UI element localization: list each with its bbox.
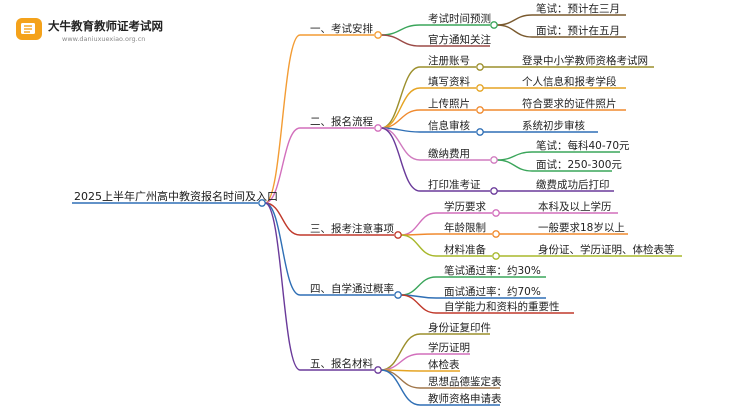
topic-label-5-5: 教师资格申请表 — [428, 392, 502, 405]
leaf-label-2-1-1: 登录中小学教师资格考试网 — [522, 54, 648, 67]
edge-topic-5-5 — [380, 369, 421, 406]
leaf-label-2-3-1: 符合要求的证件照片 — [522, 97, 617, 110]
logo-title: 大牛教育教师证考试网 — [48, 19, 163, 33]
book-icon — [16, 18, 42, 40]
topic-label-2-2: 填写资料 — [428, 75, 470, 88]
edge-branch-4 — [264, 202, 301, 296]
topic-label-2-5: 缴纳费用 — [428, 147, 470, 160]
topic-label-5-1: 身份证复印件 — [428, 321, 491, 334]
topic-label-1-1: 考试时间预测 — [428, 12, 491, 25]
topic-label-4-1: 笔试通过率：约30% — [444, 264, 541, 277]
branch-label-4: 四、自学通过概率 — [310, 282, 394, 295]
branch-toggle-4[interactable] — [394, 291, 402, 299]
edge-topic-1-1 — [380, 24, 421, 36]
branch-label-2: 二、报名流程 — [310, 115, 373, 128]
branch-label-1: 一、考试安排 — [310, 22, 373, 35]
topic-label-2-6: 打印准考证 — [428, 178, 481, 191]
topic-toggle-3-2[interactable] — [492, 230, 500, 238]
topic-label-2-1: 注册账号 — [428, 54, 470, 67]
edge-topic-5-4 — [380, 369, 421, 389]
edge-branch-1 — [264, 34, 301, 204]
edge-topic-5-1 — [380, 333, 421, 371]
edge-topic-2-5 — [380, 127, 421, 161]
edge-topic-2-6 — [380, 127, 421, 192]
site-logo: 大牛教育教师证考试网 www.daniuxuexiao.org.cn — [0, 0, 200, 50]
topic-toggle-2-5[interactable] — [490, 156, 498, 164]
edge-topic-4-3 — [400, 294, 437, 314]
topic-toggle-2-6[interactable] — [490, 187, 498, 195]
leaf-label-2-4-1: 系统初步审核 — [522, 119, 585, 132]
edge-branch-5 — [264, 202, 301, 371]
topic-toggle-2-4[interactable] — [476, 128, 484, 136]
branch-toggle-3[interactable] — [394, 231, 402, 239]
leaf-label-2-2-1: 个人信息和报考学段 — [522, 75, 617, 88]
topic-label-5-4: 思想品德鉴定表 — [428, 375, 502, 388]
topic-label-2-4: 信息审核 — [428, 119, 470, 132]
edge-topic-3-3 — [400, 234, 437, 257]
leaf-label-2-6-1: 缴费成功后打印 — [536, 178, 610, 191]
edge-branch-2 — [264, 127, 301, 204]
topic-toggle-2-2[interactable] — [476, 84, 484, 92]
mindmap-nodes: 2025上半年广州高中教资报名时间及入口 一、考试安排 考试时间预测 笔试：预计在三月… — [74, 2, 675, 405]
branch-toggle-5[interactable] — [374, 366, 382, 374]
leaf-label-3-2-1: 一般要求18岁以上 — [538, 221, 625, 234]
topic-toggle-2-3[interactable] — [476, 106, 484, 114]
topic-label-3-3: 材料准备 — [444, 243, 486, 256]
edge-leaf-1-1-2 — [496, 24, 533, 38]
leaf-label-1-1-2: 面试：预计在五月 — [536, 24, 620, 37]
leaf-label-3-1-1: 本科及以上学历 — [538, 200, 612, 213]
edge-topic-1-2 — [380, 34, 421, 47]
topic-label-5-3: 体检表 — [428, 358, 460, 371]
edge-branch-3 — [264, 202, 301, 236]
topic-label-1-2: 官方通知关注 — [428, 33, 491, 46]
leaf-label-3-3-1: 身份证、学历证明、体检表等 — [538, 243, 675, 256]
edge-topic-2-2 — [380, 87, 421, 129]
logo-url: www.daniuxuexiao.org.cn — [62, 35, 145, 43]
edge-leaf-2-5-2 — [496, 159, 533, 172]
edge-topic-3-1 — [400, 212, 437, 236]
root-label: 2025上半年广州高中教资报名时间及入口 — [74, 189, 278, 203]
branch-toggle-2[interactable] — [374, 124, 382, 132]
topic-label-2-3: 上传照片 — [428, 97, 470, 110]
topic-label-3-2: 年龄限制 — [444, 221, 486, 234]
branch-label-5: 五、报名材料 — [310, 357, 373, 370]
edge-topic-4-1 — [400, 276, 437, 296]
topic-label-3-1: 学历要求 — [444, 200, 486, 213]
root-toggle[interactable] — [258, 199, 266, 207]
edge-leaf-1-1-1 — [496, 14, 533, 26]
topic-toggle-1-1[interactable] — [490, 21, 498, 29]
topic-label-4-3: 自学能力和资料的重要性 — [444, 300, 560, 313]
leaf-label-2-5-2: 面试：250-300元 — [536, 159, 622, 171]
topic-label-5-2: 学历证明 — [428, 341, 470, 354]
branch-toggle-1[interactable] — [374, 31, 382, 39]
edge-leaf-2-5-1 — [496, 151, 533, 161]
leaf-label-1-1-1: 笔试：预计在三月 — [536, 2, 620, 15]
topic-toggle-3-1[interactable] — [492, 209, 500, 217]
leaf-label-2-5-1: 笔试：每科40-70元 — [536, 139, 630, 152]
edge-topic-5-2 — [380, 353, 421, 371]
topic-label-4-2: 面试通过率：约70% — [444, 285, 541, 298]
logo-svg: 大牛教育教师证考试网 www.daniuxuexiao.org.cn — [16, 18, 163, 43]
topic-toggle-3-3[interactable] — [492, 252, 500, 260]
mindmap-edges — [72, 14, 682, 406]
branch-label-3: 三、报考注意事项 — [310, 222, 394, 235]
topic-toggle-2-1[interactable] — [476, 63, 484, 71]
